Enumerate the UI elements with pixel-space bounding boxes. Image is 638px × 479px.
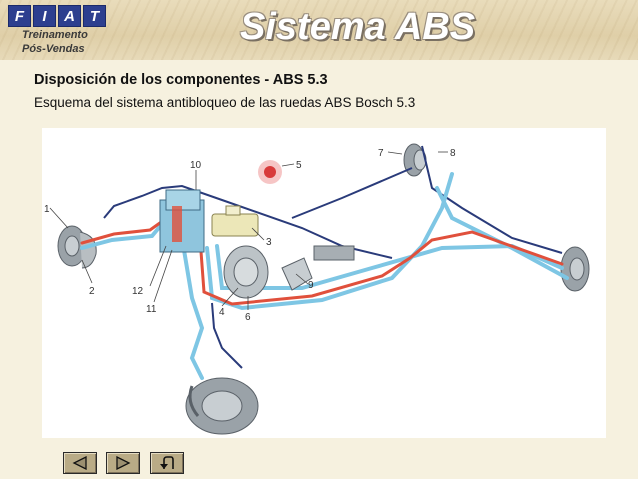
callout-9: 9 [308,280,314,291]
logo-letter: A [58,5,81,27]
header-banner: F I A T Treinamento Pós-Vendas Sistema A… [0,0,638,60]
brake-pedal [281,245,355,291]
logo-letter: T [83,5,106,27]
callout-4: 4 [219,307,225,318]
rear-right-wheel [560,246,590,292]
header-texture [0,0,638,60]
right-triangle-icon [116,456,131,470]
callout-10: 10 [190,160,202,171]
front-right-wheel [185,377,259,435]
warning-lamp [258,160,282,184]
section-title: Disposición de los componentes - ABS 5.3 [34,72,328,88]
callout-11: 11 [146,304,157,315]
abs-diagram: 1 2 3 4 5 6 7 8 9 10 11 12 [42,128,606,438]
section-description: Esquema del sistema antibloqueo de las r… [34,95,416,110]
return-button[interactable] [150,452,184,474]
callout-12: 12 [132,286,144,297]
brake-booster [223,245,269,299]
logo-letters: F I A T [8,5,106,27]
rear-left-wheel [403,143,427,177]
logo-line-2: Pós-Vendas [22,43,85,55]
return-arrow-icon [160,456,174,469]
sensor-wiring [103,145,563,369]
hydraulic-unit [159,189,205,253]
page-title: Sistema ABS [240,6,476,48]
next-button[interactable] [106,452,140,474]
callout-6: 6 [245,312,251,323]
callout-1: 1 [44,204,50,215]
fiat-logo: F I A T Treinamento Pós-Vendas [8,5,106,55]
callout-leaders [49,151,448,310]
brake-fluid-reservoir [211,205,259,237]
prev-button[interactable] [63,452,97,474]
left-triangle-icon [72,456,87,470]
callout-5: 5 [296,160,302,171]
callout-7: 7 [378,148,384,159]
callout-8: 8 [450,148,456,159]
logo-letter: I [33,5,56,27]
callout-3: 3 [266,237,272,248]
logo-line-1: Treinamento [22,29,88,41]
abs-diagram-svg: 1 2 3 4 5 6 7 8 9 10 11 12 [44,143,590,435]
callout-2: 2 [89,286,95,297]
logo-letter: F [8,5,31,27]
